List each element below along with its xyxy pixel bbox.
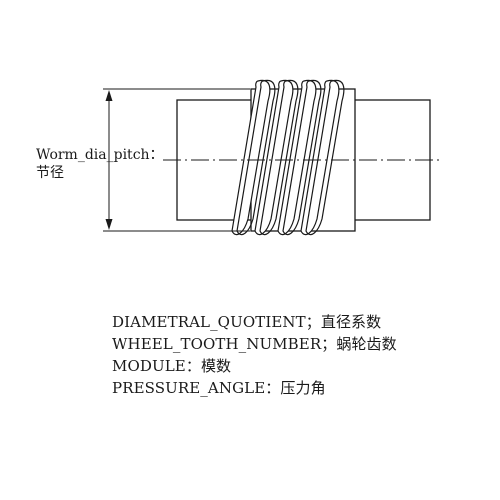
dimension-label-zh: 节径: [36, 165, 64, 181]
thread-coil: [254, 79, 294, 236]
thread-coil: [259, 79, 299, 236]
thread-coil: [305, 79, 345, 236]
param-pressure-angle: PRESSURE_ANGLE：压力角: [112, 377, 397, 399]
thread-coil: [282, 79, 322, 236]
param-separator: ；: [305, 313, 321, 331]
param-label: 蜗轮齿数: [336, 335, 397, 353]
param-separator: ；: [321, 335, 337, 353]
param-name: PRESSURE_ANGLE: [112, 379, 266, 397]
dimension-label-en: Worm_dia_pitch：: [36, 147, 164, 163]
param-diametral-quotient: DIAMETRAL_QUOTIENT；直径系数: [112, 311, 397, 333]
param-separator: ：: [265, 379, 281, 397]
param-wheel-tooth-number: WHEEL_TOOTH_NUMBER；蜗轮齿数: [112, 333, 397, 355]
param-label: 模数: [200, 357, 232, 375]
thread-coil: [277, 79, 317, 236]
thread-coil: [236, 79, 276, 236]
param-module: MODULE：模数: [112, 355, 397, 377]
param-label: 直径系数: [320, 313, 382, 331]
param-name: WHEEL_TOOTH_NUMBER: [112, 335, 322, 353]
param-label: 压力角: [280, 379, 326, 397]
parameter-list: DIAMETRAL_QUOTIENT；直径系数 WHEEL_TOOTH_NUMB…: [112, 311, 397, 399]
dimension-arrow-top: [105, 90, 113, 101]
thread-coil: [300, 79, 340, 236]
param-separator: ：: [185, 357, 201, 375]
worm-diagram: [103, 79, 441, 236]
thread-coil: [231, 79, 271, 236]
thread-coils: [231, 79, 345, 236]
param-name: DIAMETRAL_QUOTIENT: [112, 313, 306, 331]
param-name: MODULE: [112, 357, 186, 375]
dimension-arrow-bottom: [105, 219, 113, 230]
